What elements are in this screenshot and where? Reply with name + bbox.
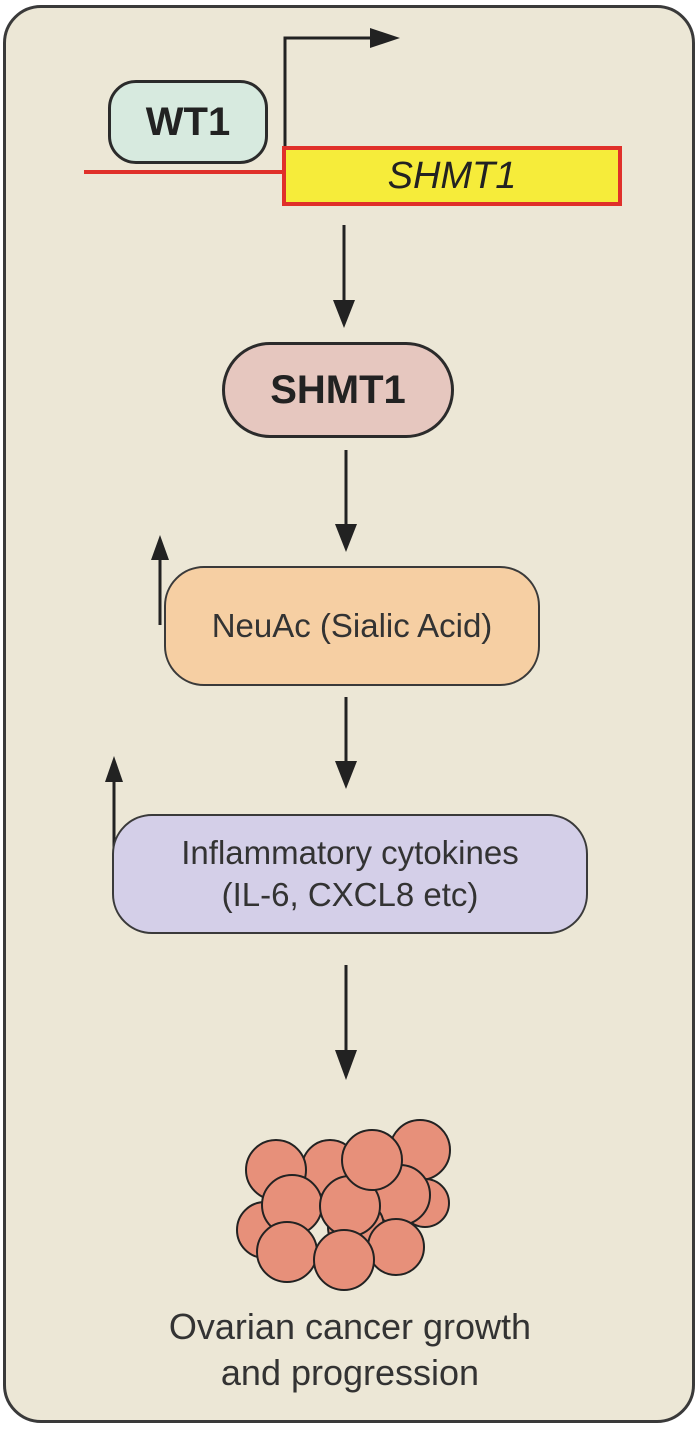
shmt1-protein-node: SHMT1 <box>222 342 454 438</box>
arrow-cytokines-to-tumor <box>335 965 357 1080</box>
shmt1-gene-box: SHMT1 <box>282 146 622 206</box>
cytokines-label-line1: Inflammatory cytokines <box>181 834 519 871</box>
wt1-label: WT1 <box>145 99 231 144</box>
outcome-label: Ovarian cancer growth and progression <box>60 1304 640 1396</box>
outcome-label-line1: Ovarian cancer growth <box>168 1306 532 1347</box>
arrow-gene-to-protein <box>333 225 355 328</box>
neuac-node: NeuAc (Sialic Acid) <box>164 566 540 686</box>
neuac-increase-up-arrow-icon <box>151 535 169 625</box>
outcome-label-line2: and progression <box>220 1352 480 1393</box>
arrow-protein-to-metabolite <box>335 450 357 552</box>
shmt1-gene-label: SHMT1 <box>387 154 517 197</box>
arrow-metabolite-to-cytokines <box>335 697 357 789</box>
wt1-regulator-node: WT1 <box>108 80 268 164</box>
tumor-cell-cluster-icon <box>236 1119 451 1291</box>
cytokines-label-line2: (IL-6, CXCL8 etc) <box>221 876 479 913</box>
neuac-label: NeuAc (Sialic Acid) <box>211 607 493 644</box>
shmt1-protein-label: SHMT1 <box>270 367 406 412</box>
transcription-start-arrow-icon <box>283 28 400 150</box>
cytokines-node: Inflammatory cytokines (IL-6, CXCL8 etc) <box>112 814 588 934</box>
